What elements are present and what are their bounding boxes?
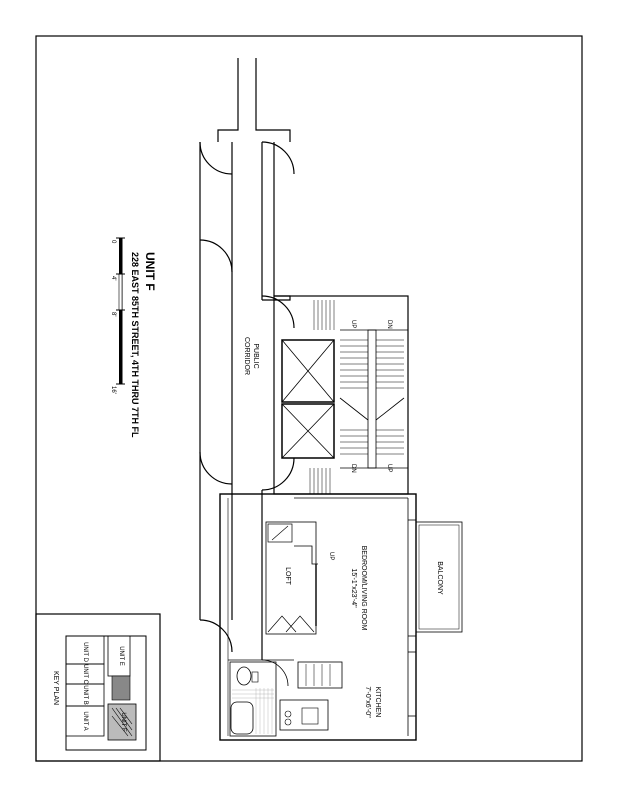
loft-label: LOFT	[284, 567, 291, 586]
elevator-1	[281, 339, 335, 403]
bedroom-label: BEDROOM/LIVING ROOM	[360, 546, 367, 631]
closet	[297, 661, 343, 689]
balcony-label: BALCONY	[436, 561, 443, 595]
stair-treads	[309, 300, 404, 494]
scale-tick-8: 8'	[110, 312, 116, 316]
drawing-subtitle: 228 EAST 85TH STREET, 4TH THRU 7TH FL	[130, 252, 140, 438]
key-plan-border	[35, 613, 161, 762]
stair-up-label-1: UP	[350, 320, 356, 328]
bathroom-tile	[232, 688, 274, 734]
stair-dn-label-1: DN	[386, 320, 392, 329]
kitchen-dimensions: 7'-0"x6'-0"	[364, 686, 371, 718]
key-plan: KEY PLAN UNIT D UNIT C UNIT B UNIT A UNI…	[35, 613, 161, 762]
key-plan-unit-d: UNIT D	[82, 642, 88, 663]
stair-up-label-2: UP	[386, 464, 392, 472]
unit-f	[219, 493, 417, 741]
scale-tick-16: 16'	[110, 386, 116, 394]
scale-bar: 0 4' 8' 16'	[110, 237, 125, 394]
drawing-title: UNIT F	[143, 252, 157, 291]
key-plan-unit-a: UNIT A	[82, 711, 88, 730]
kitchen-counter	[279, 699, 329, 731]
scale-tick-4: 4'	[110, 276, 116, 280]
sheet-border	[35, 35, 583, 762]
bathroom	[229, 661, 277, 737]
toilet	[236, 666, 252, 686]
corridor	[199, 58, 295, 660]
key-plan-unit-e: UNIT E	[118, 646, 124, 666]
public-corridor-label-2: CORRIDOR	[243, 337, 250, 375]
bathtub	[230, 701, 254, 735]
stair-dn-label-2: DN	[350, 464, 356, 473]
stair-up-label-3: UP	[328, 552, 334, 560]
key-plan-unit-c: UNIT C	[82, 664, 88, 685]
key-plan-unit-b: UNIT B	[82, 685, 88, 705]
key-plan-unit-f: UNIT F	[120, 712, 126, 732]
public-corridor-label-1: PUBLIC	[252, 343, 259, 368]
kitchen-label: KITCHEN	[374, 687, 381, 718]
elevator-2	[281, 403, 335, 459]
bedroom-dimensions: 15'-1"x23'-4"	[350, 568, 357, 608]
scale-tick-0: 0	[110, 240, 116, 244]
balcony	[415, 521, 463, 633]
key-plan-title: KEY PLAN	[52, 671, 59, 705]
